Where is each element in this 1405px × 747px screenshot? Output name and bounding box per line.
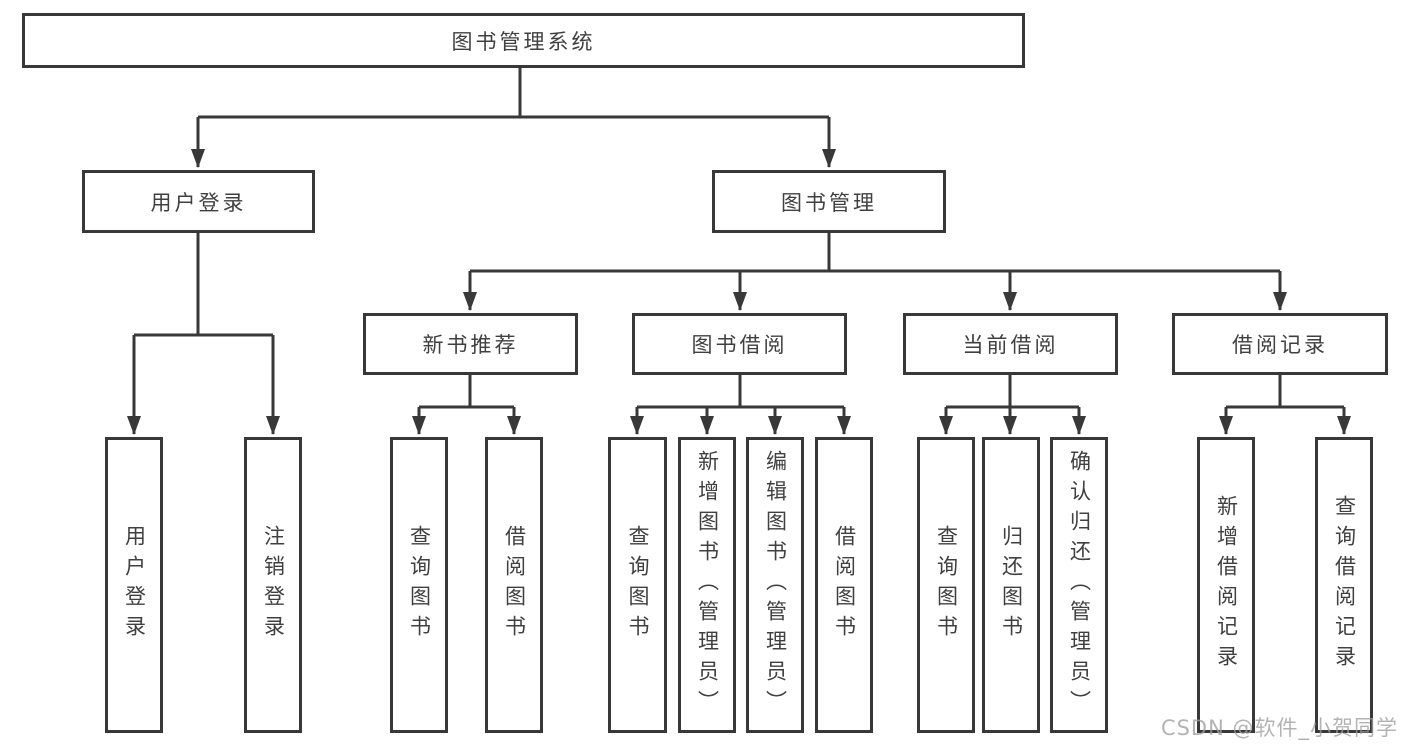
leaf-confirm-return-admin: 确认归还（管理员） (1050, 437, 1108, 733)
node-label: 新书推荐 (422, 333, 519, 357)
leaf-add-borrow-record: 新增借阅记录 (1197, 437, 1255, 733)
node-label: 注销登录 (261, 525, 286, 645)
node-book-borrowing: 图书借阅 (632, 313, 847, 375)
node-label: 查询图书 (626, 525, 650, 645)
node-new-book-recommend: 新书推荐 (363, 313, 578, 375)
node-label: 编辑图书（管理员） (763, 450, 788, 720)
csdn-watermark: CSDN @软件_小贺同学 (1160, 716, 1398, 740)
node-label: 当前借阅 (962, 333, 1059, 357)
leaf-edit-book-admin: 编辑图书（管理员） (746, 437, 804, 733)
leaf-return-books: 归还图书 (982, 437, 1040, 733)
leaf-borrow-books-recommend: 借阅图书 (485, 437, 543, 733)
connector-trunks (134, 68, 1344, 409)
node-root-system: 图书管理系统 (22, 13, 1025, 68)
node-label: 图书管理系统 (451, 29, 596, 54)
leaf-query-borrow-record: 查询借阅记录 (1315, 437, 1373, 733)
node-label: 图书借阅 (691, 333, 788, 357)
node-book-management: 图书管理 (712, 170, 946, 233)
node-label: 查询借阅记录 (1332, 495, 1357, 675)
node-label: 借阅图书 (832, 525, 857, 645)
node-user-login: 用户登录 (82, 170, 315, 233)
node-label: 新增借阅记录 (1214, 495, 1239, 675)
node-label: 图书管理 (781, 190, 877, 215)
node-label: 借阅记录 (1232, 333, 1328, 357)
leaf-logout: 注销登录 (244, 437, 302, 733)
node-label: 查询图书 (407, 525, 432, 645)
connector-arrows (127, 117, 1351, 435)
leaf-user-login: 用户登录 (105, 437, 163, 733)
node-label: 用户登录 (150, 190, 247, 215)
node-current-borrowing: 当前借阅 (903, 313, 1118, 375)
node-label: 新增图书（管理员） (695, 450, 720, 720)
node-borrow-records: 借阅记录 (1172, 313, 1388, 375)
leaf-query-books-recommend: 查询图书 (390, 437, 448, 733)
node-label: 查询图书 (934, 525, 959, 645)
leaf-add-book-admin: 新增图书（管理员） (678, 437, 736, 733)
node-label: 借阅图书 (502, 525, 527, 645)
leaf-query-books-current: 查询图书 (917, 437, 975, 733)
node-label: 用户登录 (122, 525, 147, 645)
node-label: 归还图书 (999, 525, 1024, 645)
node-label: 确认归还（管理员） (1067, 450, 1092, 720)
leaf-borrow-books: 借阅图书 (815, 437, 873, 733)
leaf-query-books-borrowing: 查询图书 (608, 437, 667, 733)
